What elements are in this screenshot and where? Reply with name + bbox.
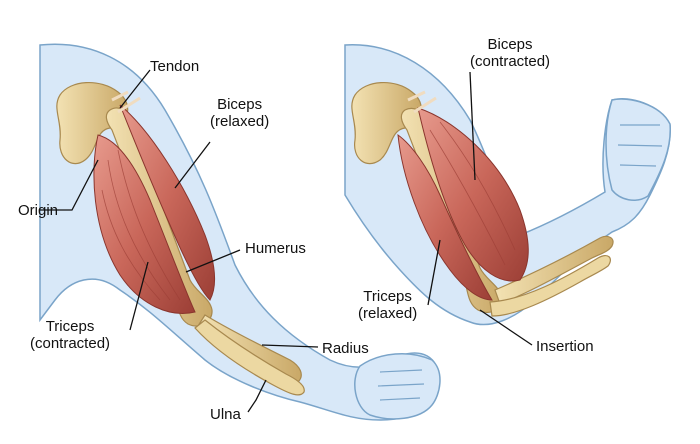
label-triceps-relaxed: Triceps (relaxed) — [358, 288, 417, 322]
label-tendon: Tendon — [150, 58, 199, 75]
label-biceps-relaxed: Biceps (relaxed) — [210, 96, 269, 130]
label-biceps-contracted-line1: Biceps — [470, 36, 550, 53]
label-insertion: Insertion — [536, 338, 594, 355]
right-hand — [606, 99, 670, 200]
label-ulna: Ulna — [210, 406, 241, 423]
label-radius: Radius — [322, 340, 369, 357]
label-biceps-relaxed-line2: (relaxed) — [210, 113, 269, 130]
label-triceps-contracted-line2: (contracted) — [30, 335, 110, 352]
label-triceps-contracted: Triceps (contracted) — [30, 318, 110, 352]
right-arm-flexed — [345, 45, 670, 325]
label-triceps-relaxed-line2: (relaxed) — [358, 305, 417, 322]
label-biceps-contracted: Biceps (contracted) — [470, 36, 550, 70]
label-triceps-relaxed-line1: Triceps — [358, 288, 417, 305]
label-biceps-contracted-line2: (contracted) — [470, 53, 550, 70]
label-biceps-relaxed-line1: Biceps — [210, 96, 269, 113]
label-humerus: Humerus — [245, 240, 306, 257]
left-hand — [355, 354, 440, 419]
label-triceps-contracted-line1: Triceps — [30, 318, 110, 335]
label-origin: Origin — [18, 202, 58, 219]
